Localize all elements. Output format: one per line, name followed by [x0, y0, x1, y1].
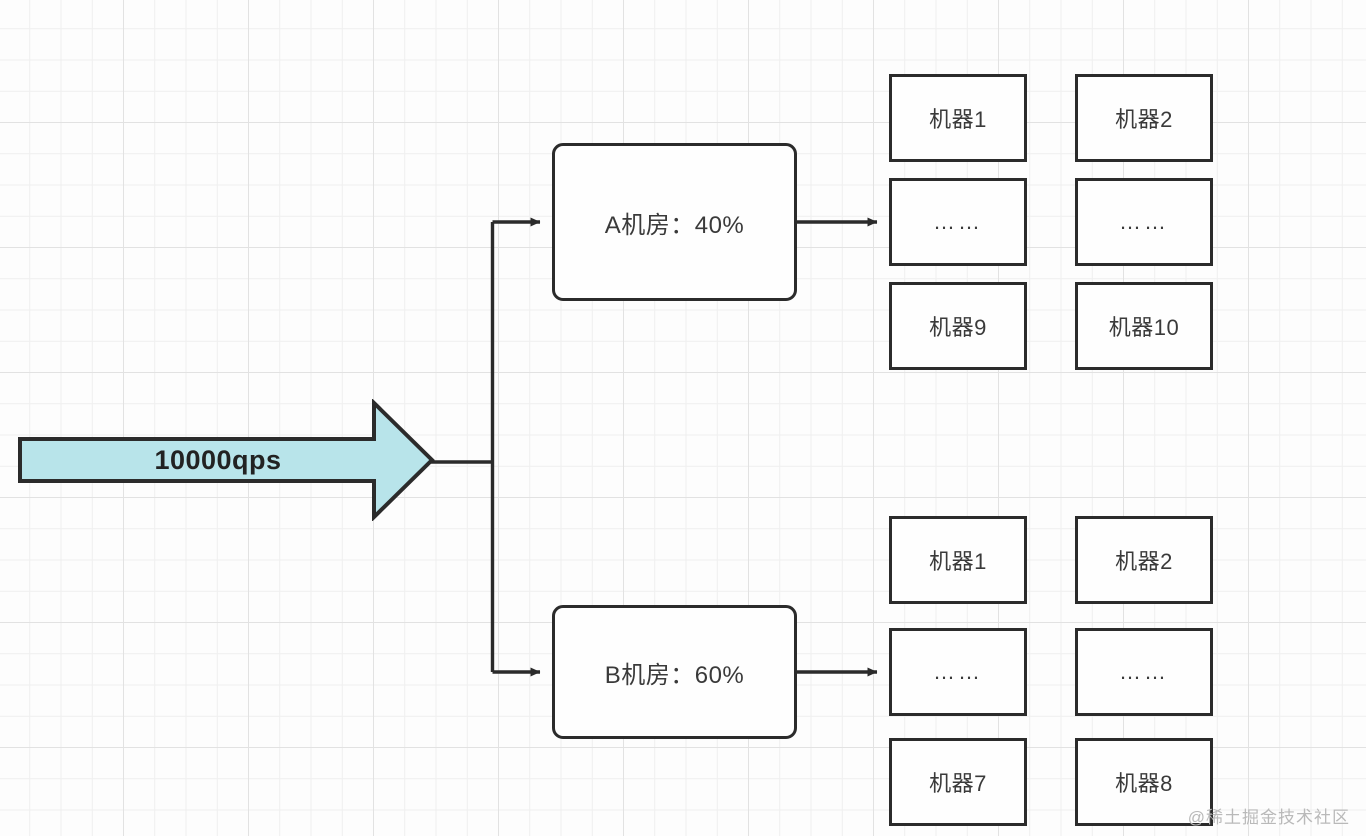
room-box-b[interactable]: B机房：60%: [552, 605, 797, 739]
machine-label: 机器1: [929, 549, 987, 574]
machine-label-ellipsis: ……: [933, 659, 983, 684]
room-box-a[interactable]: A机房：40%: [552, 143, 797, 301]
qps-block-arrow: [18, 398, 436, 522]
machine-box-a-1[interactable]: 机器1: [889, 74, 1027, 162]
watermark: @稀土掘金技术社区: [1187, 808, 1350, 827]
room-b-label: B机房：60%: [604, 661, 745, 689]
machine-box-b-2[interactable]: 机器2: [1075, 516, 1213, 604]
machine-box-b-1[interactable]: 机器1: [889, 516, 1027, 604]
machine-box-a-5[interactable]: 机器9: [889, 282, 1027, 370]
machine-label: 机器8: [1115, 771, 1173, 796]
machine-label: 机器10: [1108, 315, 1180, 340]
machine-label: 机器9: [929, 315, 987, 340]
machine-box-a-3[interactable]: ……: [889, 178, 1027, 266]
machine-label: 机器2: [1115, 549, 1173, 574]
machine-box-b-4[interactable]: ……: [1075, 628, 1213, 716]
machine-label: 机器2: [1115, 107, 1173, 132]
room-a-label: A机房：40%: [604, 211, 745, 239]
machine-label-ellipsis: ……: [933, 209, 983, 234]
machine-box-b-3[interactable]: ……: [889, 628, 1027, 716]
machine-label: 机器7: [929, 771, 987, 796]
machine-label: 机器1: [929, 107, 987, 132]
machine-box-a-6[interactable]: 机器10: [1075, 282, 1213, 370]
machine-label-ellipsis: ……: [1119, 209, 1169, 234]
machine-box-a-2[interactable]: 机器2: [1075, 74, 1213, 162]
machine-box-a-4[interactable]: ……: [1075, 178, 1213, 266]
machine-box-b-5[interactable]: 机器7: [889, 738, 1027, 826]
machine-box-b-6[interactable]: 机器8: [1075, 738, 1213, 826]
qps-arrow-shape: [18, 398, 435, 522]
machine-label-ellipsis: ……: [1119, 659, 1169, 684]
